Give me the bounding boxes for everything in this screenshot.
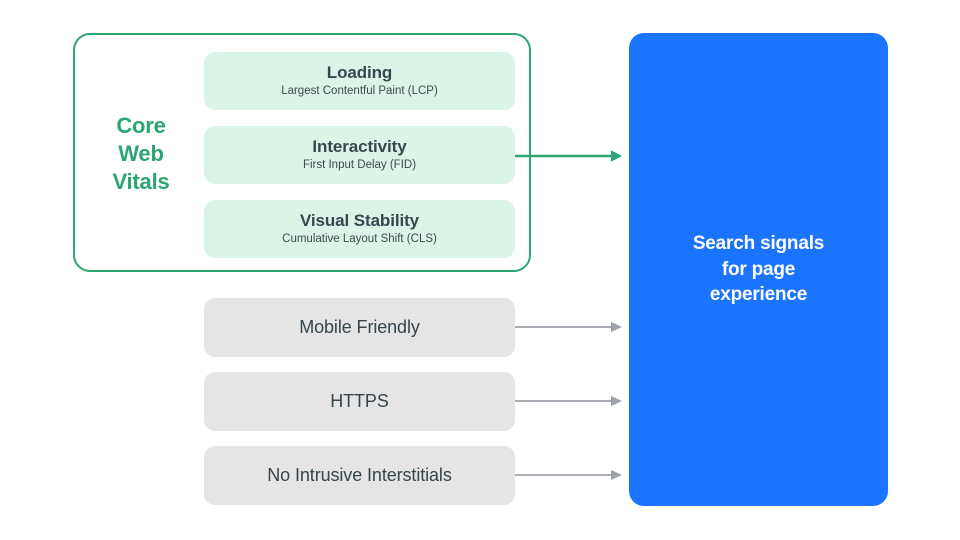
card-title: HTTPS xyxy=(330,391,389,412)
card-title: Loading xyxy=(326,62,393,82)
arrow-right-gray-mobile-friendly-icon xyxy=(515,319,623,335)
signal-card-https: HTTPS xyxy=(204,372,515,431)
core-web-vitals-group xyxy=(73,33,531,272)
card-title: No Intrusive Interstitials xyxy=(267,465,452,486)
arrow-right-gray-interstitials-icon xyxy=(515,467,623,483)
arrow-right-green-icon xyxy=(515,148,623,164)
outcome-text: Search signals for page experience xyxy=(692,233,825,306)
arrow-right-gray-https-icon xyxy=(515,393,623,409)
core-web-vital-card-interactivity: Interactivity First Input Delay (FID) xyxy=(204,126,515,184)
card-title: Mobile Friendly xyxy=(299,317,420,338)
core-web-vitals-group-label: Core Web Vitals xyxy=(112,113,170,195)
card-subtitle: Largest Contentful Paint (LCP) xyxy=(281,85,438,98)
card-subtitle: First Input Delay (FID) xyxy=(302,159,417,172)
core-web-vital-card-visual-stability: Visual Stability Cumulative Layout Shift… xyxy=(204,200,515,258)
signal-card-no-intrusive-interstitials: No Intrusive Interstitials xyxy=(204,446,515,505)
core-web-vital-card-loading: Loading Largest Contentful Paint (LCP) xyxy=(204,52,515,110)
card-title: Interactivity xyxy=(312,136,407,156)
outcome-box-search-signals: Search signals for page experience xyxy=(629,33,888,506)
card-subtitle: Cumulative Layout Shift (CLS) xyxy=(282,233,437,246)
card-title: Visual Stability xyxy=(299,210,420,230)
signal-card-mobile-friendly: Mobile Friendly xyxy=(204,298,515,357)
